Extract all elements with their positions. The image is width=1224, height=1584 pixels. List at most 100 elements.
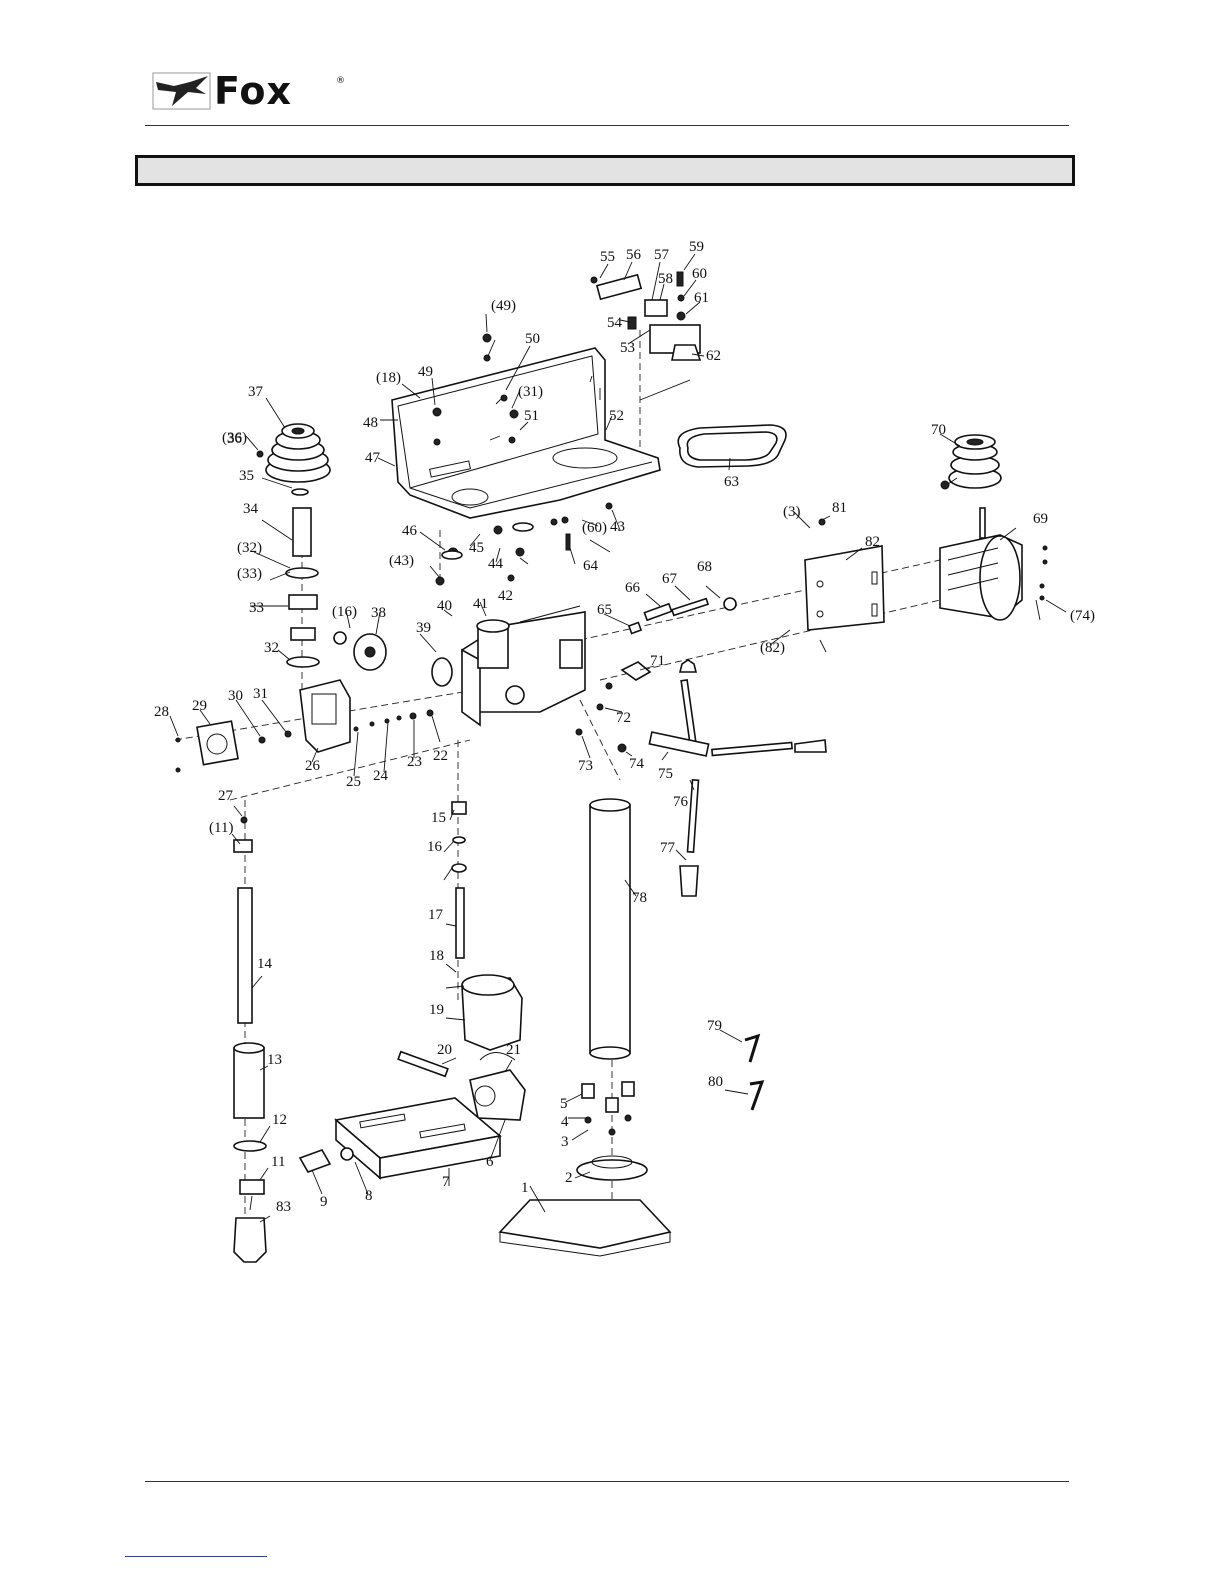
- part-label: 55: [600, 249, 615, 265]
- part-label: (82): [760, 640, 785, 656]
- part-label: 32: [264, 640, 279, 656]
- fox-logo: Fox ®: [152, 70, 347, 112]
- table-bracket-parts: [397, 801, 526, 1121]
- part-label: 30: [228, 688, 243, 704]
- part-label: 14: [257, 956, 273, 972]
- part-label: 33: [249, 600, 264, 616]
- part-label: 1: [521, 1180, 529, 1196]
- part-label: 3: [561, 1134, 569, 1150]
- belt-cover-part: [391, 347, 661, 519]
- registered-mark: ®: [336, 76, 345, 86]
- part-label: 42: [498, 588, 513, 604]
- part-label: 24: [373, 768, 389, 784]
- part-label: 40: [437, 598, 452, 614]
- part-label: 35: [239, 468, 254, 484]
- part-label: 81: [832, 500, 847, 516]
- part-label: (16): [332, 604, 357, 620]
- part-label: (3): [783, 504, 801, 520]
- part-label: 68: [697, 559, 712, 575]
- part-label: 41: [473, 596, 488, 612]
- spindle-pulley-part: [265, 423, 331, 483]
- part-label: 65: [597, 602, 612, 618]
- part-label: 43: [610, 519, 625, 535]
- part-label: 58: [658, 271, 673, 287]
- part-label: 64: [583, 558, 599, 574]
- part-label: 46: [402, 523, 418, 539]
- part-label: 60: [692, 266, 707, 282]
- part-label: 31: [253, 686, 268, 702]
- leader-lines: [169, 253, 1067, 1223]
- part-label: 76: [673, 794, 689, 810]
- part-label: 45: [469, 540, 484, 556]
- part-label: 51: [524, 408, 539, 424]
- part-label: 15: [431, 810, 446, 826]
- part-label: 71: [650, 653, 665, 669]
- part-number-labels: 1 2 3 4 5 6 7 8 9 11 12 13 14 15 16 17 1…: [154, 239, 1095, 1215]
- part-label: 39: [416, 620, 431, 636]
- part-label: 63: [724, 474, 739, 490]
- part-label: 37: [248, 384, 264, 400]
- part-label: (43): [389, 553, 414, 569]
- work-table-part: [298, 1097, 502, 1180]
- part-label: 77: [660, 840, 676, 856]
- part-label: 22: [433, 748, 448, 764]
- column-part: [589, 798, 631, 1060]
- part-label: 5: [560, 1096, 568, 1112]
- part-label: 44: [488, 556, 504, 572]
- part-label: 78: [632, 890, 647, 906]
- quill-and-chuck-parts: [233, 816, 267, 1263]
- part-label: (74): [1070, 608, 1095, 624]
- part-label: 82: [865, 534, 880, 550]
- part-label: 75: [658, 766, 673, 782]
- part-label: 12: [272, 1112, 287, 1128]
- part-label: 8: [365, 1188, 373, 1204]
- part-label: 23: [407, 754, 422, 770]
- part-label: 62: [706, 348, 721, 364]
- part-label: 36: [227, 431, 243, 447]
- part-label: 66: [625, 580, 641, 596]
- part-label: 69: [1033, 511, 1048, 527]
- part-label: 57: [654, 247, 670, 263]
- brand-wordmark: Fox: [214, 69, 293, 113]
- part-label: 38: [371, 605, 386, 621]
- spindle-shaft-parts: [256, 450, 320, 668]
- part-label: 20: [437, 1042, 452, 1058]
- part-label: (32): [237, 540, 262, 556]
- part-label: 52: [609, 408, 624, 424]
- part-label: 49: [418, 364, 433, 380]
- footer-link-underline[interactable]: [125, 1556, 267, 1557]
- part-label: 73: [578, 758, 593, 774]
- part-label: 26: [305, 758, 321, 774]
- motor-pulley-part: [940, 434, 1002, 490]
- pinion-and-switch-parts: [175, 631, 453, 773]
- base-parts: [498, 1081, 672, 1257]
- part-label: 34: [243, 501, 259, 517]
- part-label: 21: [506, 1042, 521, 1058]
- part-label: 25: [346, 774, 361, 790]
- part-label: (49): [491, 298, 516, 314]
- head-casting-part: [461, 605, 586, 727]
- part-label: 50: [525, 331, 540, 347]
- part-label: 47: [365, 450, 381, 466]
- part-label: 28: [154, 704, 169, 720]
- feed-handle-parts: [648, 659, 827, 897]
- part-label: 4: [561, 1114, 569, 1130]
- part-label: 80: [708, 1074, 723, 1090]
- part-label: 70: [931, 422, 946, 438]
- part-label: 19: [429, 1002, 444, 1018]
- fox-silhouette-icon: [152, 72, 211, 110]
- belt-part: [677, 424, 787, 468]
- part-label: (11): [209, 820, 233, 836]
- part-label: 2: [565, 1170, 573, 1186]
- part-label: 48: [363, 415, 378, 431]
- hex-key-parts: [744, 1033, 765, 1111]
- part-label: 56: [626, 247, 642, 263]
- part-label: 9: [320, 1194, 328, 1210]
- part-label: 67: [662, 571, 678, 587]
- part-label: 53: [620, 340, 635, 356]
- part-label: 17: [428, 907, 444, 923]
- section-title-bar: [135, 155, 1075, 186]
- part-label: (31): [518, 384, 543, 400]
- pulley-shaft-parts: [565, 533, 737, 681]
